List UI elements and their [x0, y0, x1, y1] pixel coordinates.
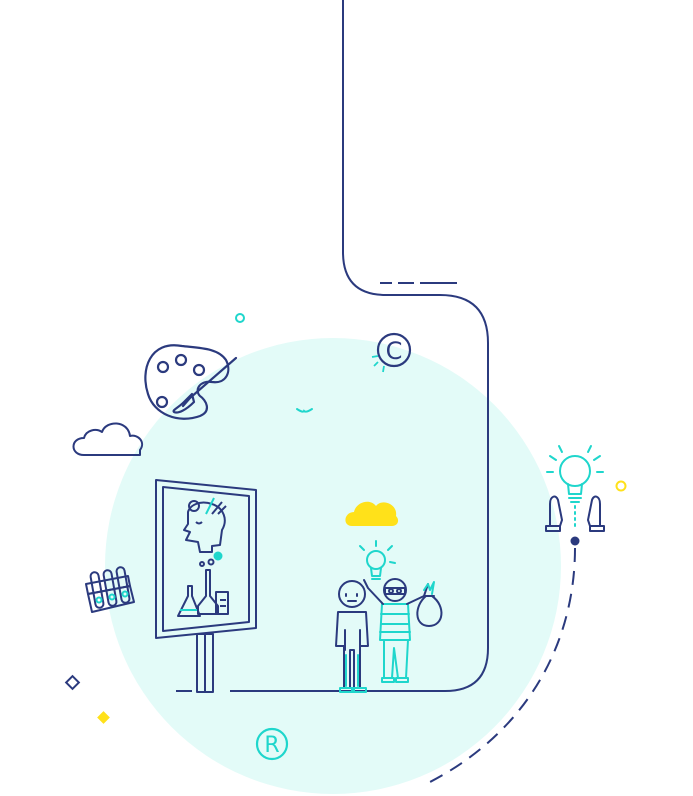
person-icon — [335, 580, 369, 693]
bird-icon — [296, 408, 313, 413]
yellow-cloud-icon — [345, 501, 399, 526]
diamond-outline-icon — [64, 674, 81, 691]
connector-dot — [570, 536, 580, 546]
dashed-arc — [429, 547, 576, 783]
connector-line — [176, 0, 489, 692]
background-circle — [105, 338, 561, 794]
registered-trademark-icon: R — [255, 727, 289, 761]
hands-holding-lightbulb-icon — [545, 445, 605, 532]
thief-with-money-bag-icon — [363, 578, 443, 683]
lightbulb-icon — [359, 540, 396, 580]
copyright-icon: C — [371, 332, 412, 373]
cloud-outline-icon — [72, 422, 144, 456]
decor-circle-teal — [235, 313, 245, 323]
decor-circle-yellow — [615, 480, 627, 492]
registered-letter: R — [264, 733, 279, 758]
diamond-filled-icon — [97, 711, 110, 724]
test-tubes-icon — [85, 566, 135, 613]
billboard-mind-icon — [155, 479, 257, 693]
copyright-letter: C — [386, 337, 403, 365]
paint-palette-icon — [144, 344, 238, 420]
